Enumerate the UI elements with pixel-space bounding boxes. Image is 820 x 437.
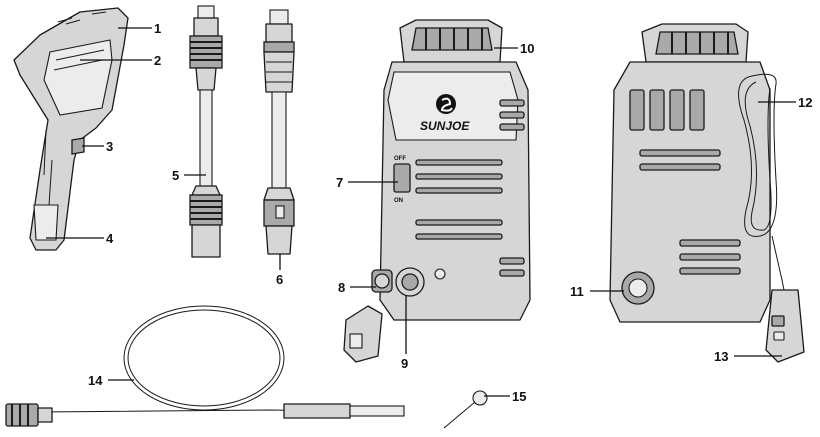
callout-5: 5 xyxy=(172,168,179,183)
nozzle-cleaning-tool xyxy=(443,390,488,429)
callout-4: 4 xyxy=(106,231,114,246)
callout-3: 3 xyxy=(106,139,113,154)
callout-13: 13 xyxy=(714,349,728,364)
callout-9: 9 xyxy=(401,356,408,371)
spray-gun xyxy=(13,7,129,251)
leader-lines xyxy=(46,27,796,397)
logo: SUNJOE xyxy=(420,94,470,133)
callout-7: 7 xyxy=(336,175,343,190)
callout-12: 12 xyxy=(798,95,812,110)
callout-2: 2 xyxy=(154,53,161,68)
callout-8: 8 xyxy=(338,280,345,295)
spray-lance xyxy=(263,9,295,255)
switch-off-label: OFF xyxy=(394,156,406,162)
switch-on-label: ON xyxy=(394,198,403,204)
pressure-washer-front: SUNJOE OFF ON xyxy=(343,19,531,363)
callout-11: 11 xyxy=(570,284,584,299)
pressure-washer-rear xyxy=(609,23,805,363)
callout-14: 14 xyxy=(88,373,103,388)
water-inlet xyxy=(371,267,425,297)
gfci-plug xyxy=(765,289,805,363)
on-off-switch: OFF ON xyxy=(393,156,411,204)
extension-wand xyxy=(189,5,223,258)
callout-6: 6 xyxy=(276,272,283,287)
callout-15: 15 xyxy=(512,389,526,404)
brand-logo-text: SUNJOE xyxy=(420,119,470,133)
callout-10: 10 xyxy=(520,41,534,56)
callout-numbers: 1 2 3 4 5 6 7 8 9 10 11 12 13 14 15 xyxy=(88,21,812,404)
callout-1: 1 xyxy=(154,21,161,36)
high-pressure-hose xyxy=(5,305,405,427)
